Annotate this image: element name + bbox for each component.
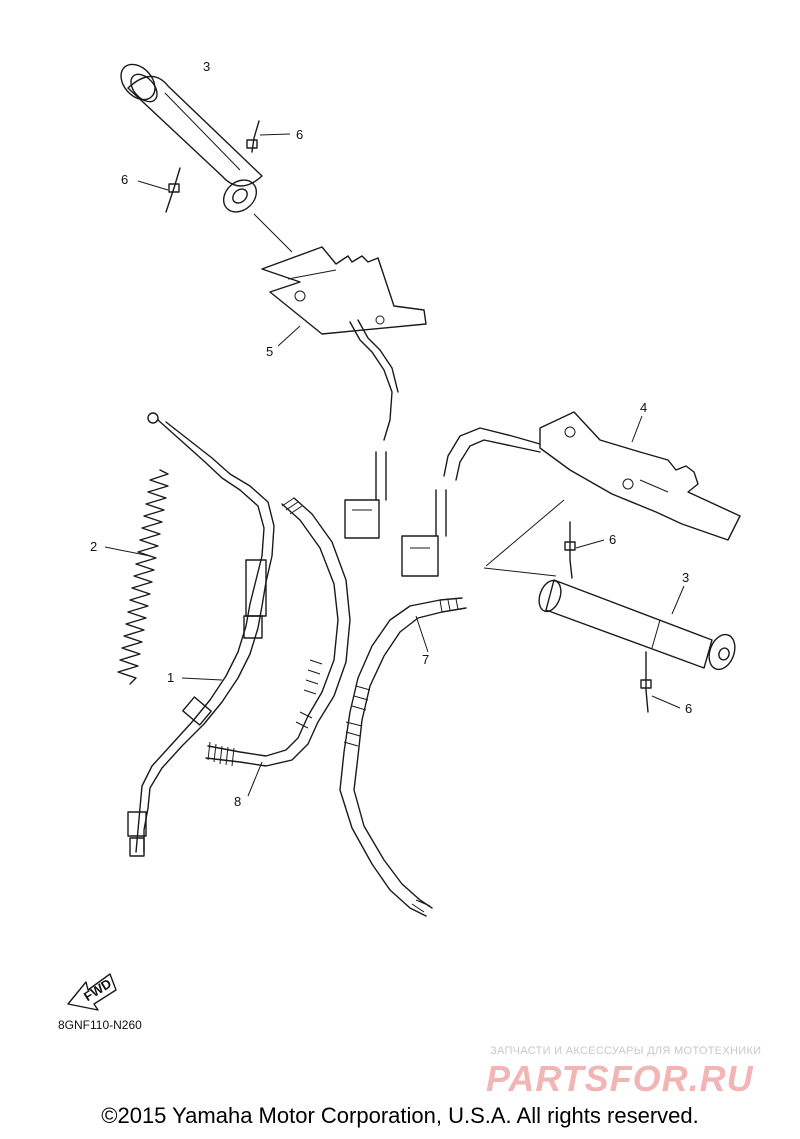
- fwd-arrow-icon: FWD: [67, 973, 117, 1011]
- screw-upper-b: [137, 167, 181, 213]
- callout-1: 1: [167, 670, 174, 685]
- heater-element-upper: [261, 246, 427, 539]
- callout-8: 8: [234, 794, 241, 809]
- hose-7: [339, 597, 467, 917]
- copyright-notice: ©2015 Yamaha Motor Corporation, U.S.A. A…: [101, 1103, 699, 1128]
- hose-8: [205, 497, 351, 797]
- screw-upper-a: [246, 120, 291, 153]
- fwd-label: FWD: [81, 976, 114, 1004]
- screw-lower-a: [564, 521, 605, 579]
- callout-7: 7: [422, 652, 429, 667]
- screw-lower-b: [640, 651, 681, 713]
- callout-4: 4: [640, 400, 647, 415]
- watermark-caption: ЗАПЧАСТИ И АКСЕССУАРЫ ДЛЯ МОТОТЕХНИКИ: [490, 1045, 762, 1057]
- callout-3-upper: 3: [203, 59, 210, 74]
- callout-2: 2: [90, 539, 97, 554]
- throttle-cable: [127, 412, 275, 857]
- grip-lower: [483, 567, 736, 671]
- callout-6-upper-a: 6: [296, 127, 303, 142]
- callout-3-lower: 3: [682, 570, 689, 585]
- heater-element-lower: [401, 411, 741, 577]
- spring: [104, 469, 169, 685]
- diagram-code: 8GNF110-N260: [58, 1018, 142, 1032]
- callout-6-lower-b: 6: [685, 701, 692, 716]
- callout-6-upper-b: 6: [121, 172, 128, 187]
- grip-upper: [120, 63, 293, 253]
- watermark-logo: PARTSFOR.RU: [486, 1058, 754, 1099]
- callout-6-lower-a: 6: [609, 532, 616, 547]
- callout-5: 5: [266, 344, 273, 359]
